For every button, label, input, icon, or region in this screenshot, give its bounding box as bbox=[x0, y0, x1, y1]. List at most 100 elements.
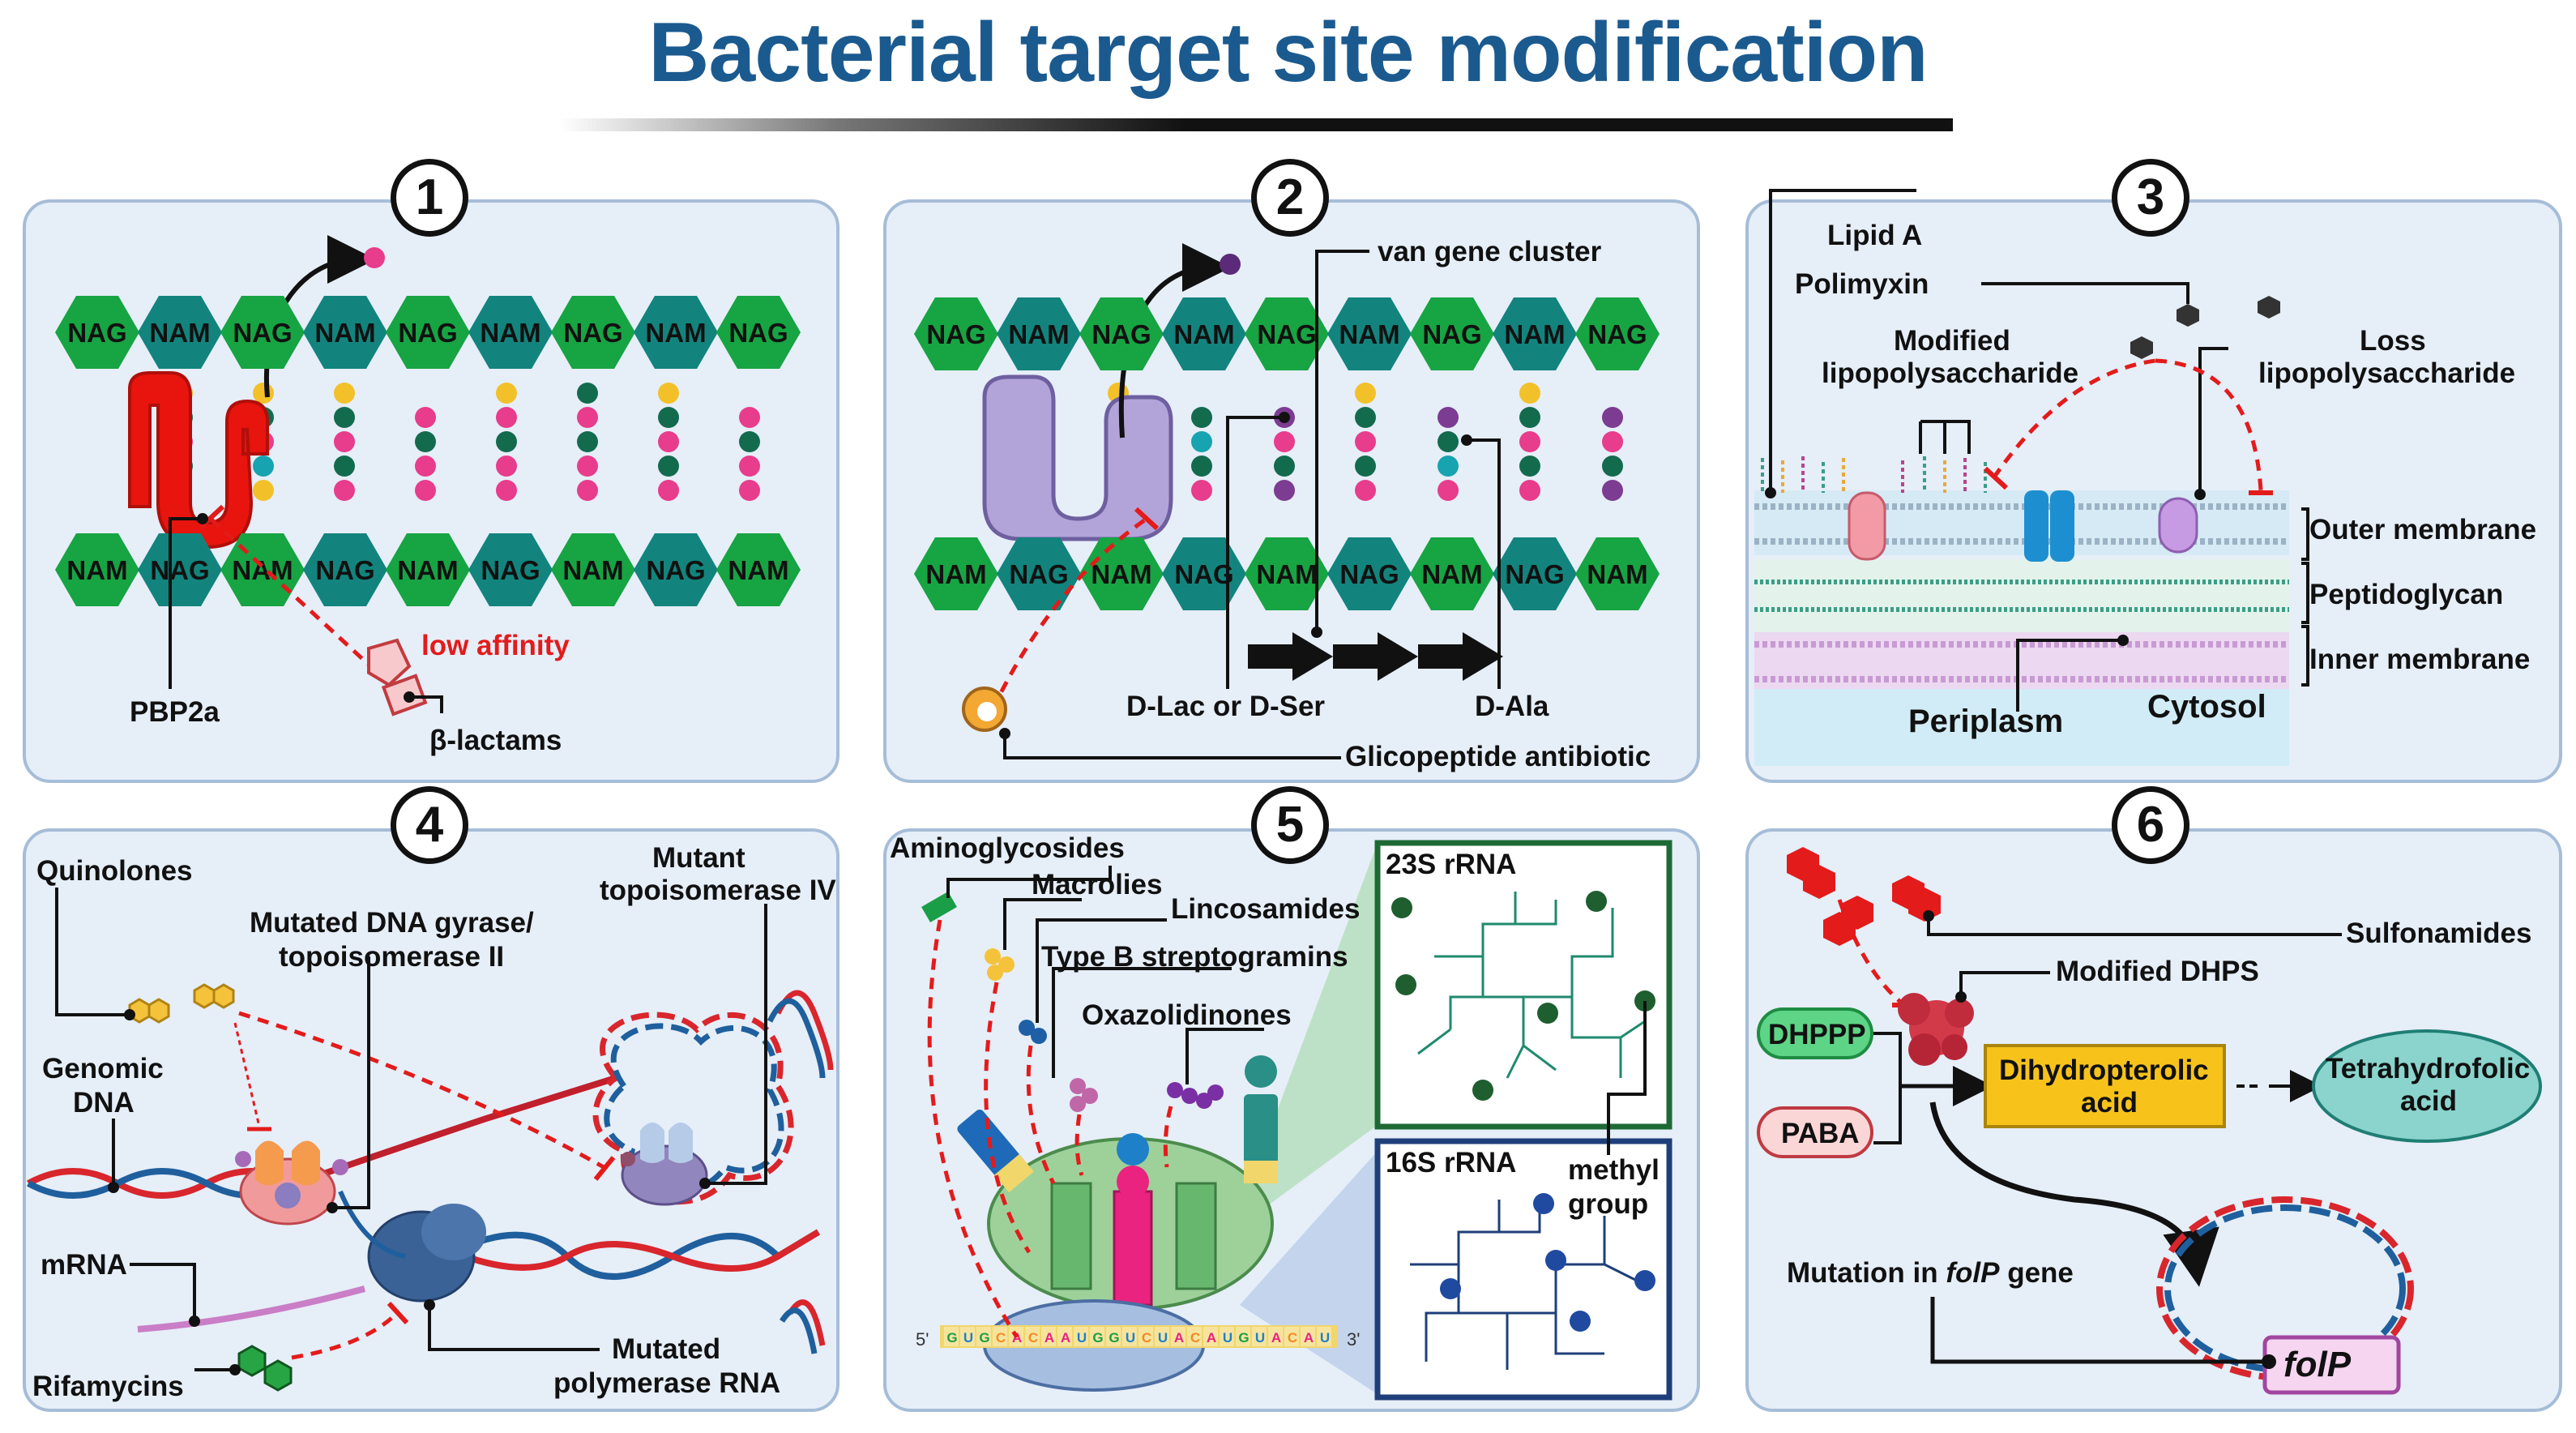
pbp2a-label: PBP2a bbox=[130, 696, 220, 728]
peptidoglycan-label: Peptidoglycan bbox=[2309, 579, 2503, 610]
pink-protein bbox=[1848, 491, 1886, 561]
nucleotide bbox=[1155, 1327, 1169, 1346]
figure-title: Bacterial target site modification bbox=[648, 6, 1928, 100]
nucleotide-letter: A bbox=[1174, 1330, 1184, 1345]
mrna-strand bbox=[940, 1325, 1337, 1348]
sulfonamides-label: Sulfonamides bbox=[2346, 918, 2531, 949]
dna-gyrase-enzyme bbox=[235, 1140, 348, 1226]
oxazolidinones-label: Oxazolidinones bbox=[1082, 999, 1292, 1031]
gyrase-label-1: Mutated DNA gyrase/ bbox=[250, 907, 534, 939]
trna-right bbox=[1244, 1055, 1278, 1183]
mrna-label: mRNA bbox=[41, 1249, 127, 1281]
nucleotide-letter: U bbox=[1223, 1330, 1232, 1345]
nucleotide bbox=[1041, 1327, 1056, 1346]
loss-lps-label-2: lipopolysaccharide bbox=[2258, 357, 2515, 389]
glycan-label: NAM bbox=[1587, 559, 1647, 589]
released-dot-2 bbox=[1220, 254, 1241, 275]
nucleotide bbox=[1284, 1327, 1299, 1346]
nucleotide-letter: A bbox=[1044, 1330, 1054, 1345]
released-dot bbox=[364, 247, 385, 268]
modified-lps-label-1: Modified bbox=[1894, 325, 2010, 357]
ribosome bbox=[983, 1133, 1274, 1392]
topoisomerase-iv-enzyme bbox=[621, 1123, 708, 1206]
lincosamide-molecule bbox=[1019, 1020, 1047, 1044]
polimyxin-label: Polimyxin bbox=[1795, 268, 1929, 300]
paba-box bbox=[1757, 1106, 1873, 1158]
glycan-label: NAM bbox=[314, 318, 375, 348]
nucleotide-letter: C bbox=[996, 1330, 1006, 1345]
nucleotide-letter: U bbox=[1255, 1330, 1265, 1345]
nucleotide bbox=[976, 1327, 991, 1346]
mutation-pre: Mutation in bbox=[1787, 1257, 1946, 1289]
nucleotide bbox=[1074, 1327, 1088, 1346]
rrna-23s-label: 23S rRNA bbox=[1386, 849, 1516, 880]
nucleotide-letter: A bbox=[1061, 1330, 1070, 1345]
purple-protein bbox=[2158, 497, 2198, 554]
nucleotide bbox=[1187, 1327, 1202, 1346]
panel-3-diagram: Lipid A Polimyxin Modified lipopolysacch… bbox=[1754, 189, 2536, 766]
panel-number-2: 2 bbox=[1251, 159, 1329, 237]
panel-number-5: 5 bbox=[1251, 786, 1329, 864]
nucleotide bbox=[1057, 1327, 1072, 1346]
nucleotide-letter: A bbox=[1304, 1330, 1314, 1345]
nucleotide-letter: U bbox=[1077, 1330, 1087, 1345]
low-affinity-label: low affinity bbox=[421, 630, 570, 661]
nucleotide-letter: U bbox=[1320, 1330, 1330, 1345]
nucleotide bbox=[1106, 1327, 1121, 1346]
glycan-label: NAM bbox=[728, 555, 788, 585]
glycan-label: NAG bbox=[1587, 319, 1647, 349]
macrolies-label: Macrolies bbox=[1032, 869, 1162, 900]
streptogramin-molecule bbox=[1070, 1078, 1098, 1112]
nucleotide bbox=[1317, 1327, 1331, 1346]
nucleotide bbox=[1203, 1327, 1218, 1346]
glycan-label: NAM bbox=[562, 555, 623, 585]
nucleotide-letter: U bbox=[1126, 1330, 1135, 1345]
glycan-label: NAM bbox=[1091, 559, 1151, 589]
quinolones-label: Quinolones bbox=[36, 855, 193, 887]
rifamycins-label: Rifamycins bbox=[32, 1371, 184, 1402]
glycopeptide-icon bbox=[962, 687, 1007, 732]
loss-lps-label-1: Loss bbox=[2360, 325, 2426, 357]
five-prime-label: 5' bbox=[916, 1329, 929, 1350]
glycan-label: NAG bbox=[398, 318, 457, 348]
rifamycin-molecules bbox=[237, 1345, 293, 1392]
nucleotide bbox=[1268, 1327, 1283, 1346]
lincosamides-label: Lincosamides bbox=[1171, 893, 1360, 925]
modified-dhps-label: Modified DHPS bbox=[2056, 956, 2259, 987]
glycan-label: NAG bbox=[315, 555, 374, 585]
mutant-label-2: topoisomerase IV bbox=[600, 875, 836, 906]
three-prime-label: 3' bbox=[1347, 1329, 1360, 1350]
panel-4-diagram: Quinolones Mutated DNA gyrase/ topoisome… bbox=[27, 842, 836, 1402]
nucleotide-letter: U bbox=[1158, 1330, 1168, 1345]
glycan-label: NAM bbox=[1173, 319, 1234, 349]
panel-number-1: 1 bbox=[391, 159, 468, 237]
polymyxin-molecules bbox=[2130, 296, 2280, 359]
glycopeptide-label: Glicopeptide antibiotic bbox=[1345, 741, 1651, 772]
nucleotide-letter: C bbox=[1190, 1330, 1200, 1345]
glycan-label: NAG bbox=[1091, 319, 1151, 349]
nucleotide bbox=[1025, 1327, 1040, 1346]
glycan-label: NAM bbox=[1008, 319, 1069, 349]
aminoglycoside-molecule bbox=[921, 891, 957, 923]
glycan-label: NAM bbox=[66, 555, 127, 585]
tetrahydrofolic-label-1: Tetrahydrofolic bbox=[2326, 1053, 2530, 1084]
nucleotide-letter: G bbox=[979, 1330, 989, 1345]
glycan-label: NAM bbox=[480, 318, 540, 348]
cytosol-label: Cytosol bbox=[2147, 689, 2266, 725]
gyrase-label-2: topoisomerase II bbox=[279, 941, 504, 973]
glycan-label: NAG bbox=[233, 318, 292, 348]
glycan-label: NAM bbox=[1339, 319, 1399, 349]
aminoglycosides-label: Aminoglycosides bbox=[890, 832, 1125, 864]
periplasm-label: Periplasm bbox=[1908, 704, 2063, 739]
glycan-label: NAM bbox=[1256, 559, 1317, 589]
dihydropteroic-label-2: acid bbox=[2081, 1087, 2138, 1119]
lipopolysaccharide-chains bbox=[1761, 456, 1987, 493]
dala-label: D-Ala bbox=[1475, 691, 1549, 722]
outer-membrane-label: Outer membrane bbox=[2309, 514, 2536, 545]
title-underline bbox=[559, 118, 1953, 131]
